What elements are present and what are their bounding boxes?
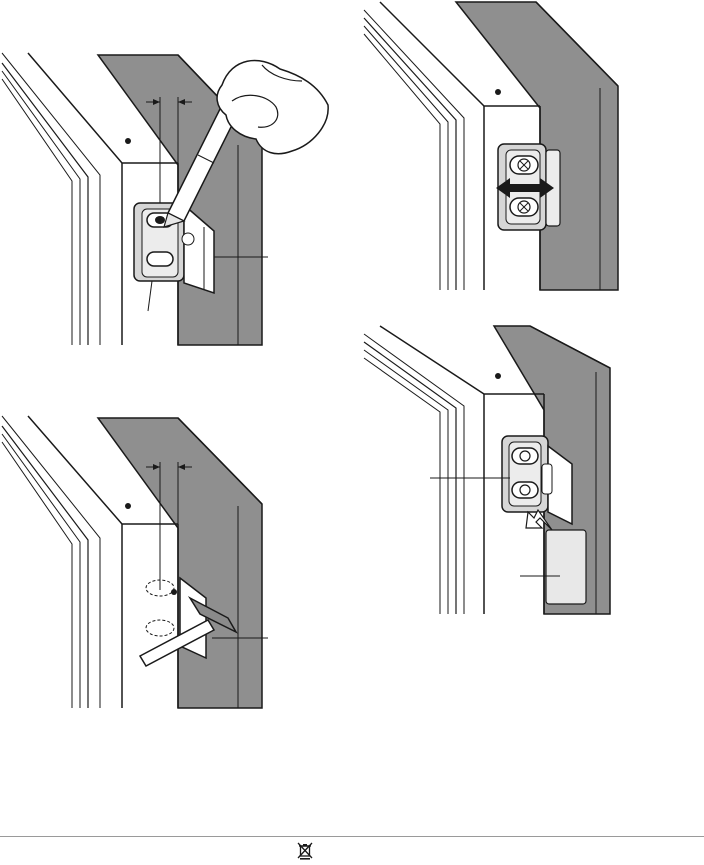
figure-step-attach-cover — [360, 324, 704, 616]
weee-crossed-bin-icon — [297, 842, 313, 860]
footer-divider — [0, 836, 704, 837]
figure-step-adjust-slide — [360, 0, 704, 292]
figure-step-nail-fix — [0, 412, 340, 712]
figure-step-mark-position — [0, 45, 340, 345]
